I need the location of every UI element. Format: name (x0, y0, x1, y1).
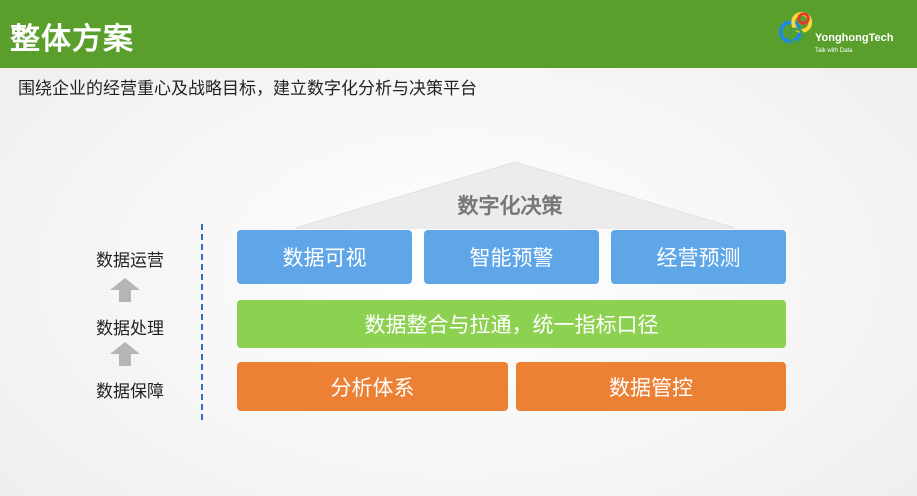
layer-label-processing: 数据处理 (96, 319, 164, 339)
up-arrow-icon (110, 342, 140, 366)
logo-tagline: Talk with Data (815, 48, 853, 54)
logo-name: YonghongTech (815, 32, 894, 44)
layer-label-operation: 数据运营 (96, 251, 164, 271)
box-data-integration: 数据整合与拉通，统一指标口径 (237, 300, 786, 348)
subtitle: 围绕企业的经营重心及战略目标，建立数字化分析与决策平台 (18, 79, 477, 99)
box-business-forecast: 经营预测 (611, 230, 786, 284)
dashed-divider (201, 224, 203, 420)
up-arrow-icon (110, 278, 140, 302)
box-data-governance: 数据管控 (516, 362, 786, 411)
layer-label-assurance: 数据保障 (96, 382, 164, 402)
header-bar: 整体方案 YonghongTech Talk with Data (0, 0, 917, 68)
box-smart-alert: 智能预警 (424, 230, 599, 284)
box-analysis-system: 分析体系 (237, 362, 508, 411)
roof-label: 数字化决策 (457, 194, 563, 218)
company-logo: YonghongTech Talk with Data (777, 8, 897, 60)
page-title: 整体方案 (10, 22, 134, 57)
roof-shape (294, 161, 736, 229)
logo-rings-icon (778, 11, 813, 44)
box-data-visualization: 数据可视 (237, 230, 412, 284)
